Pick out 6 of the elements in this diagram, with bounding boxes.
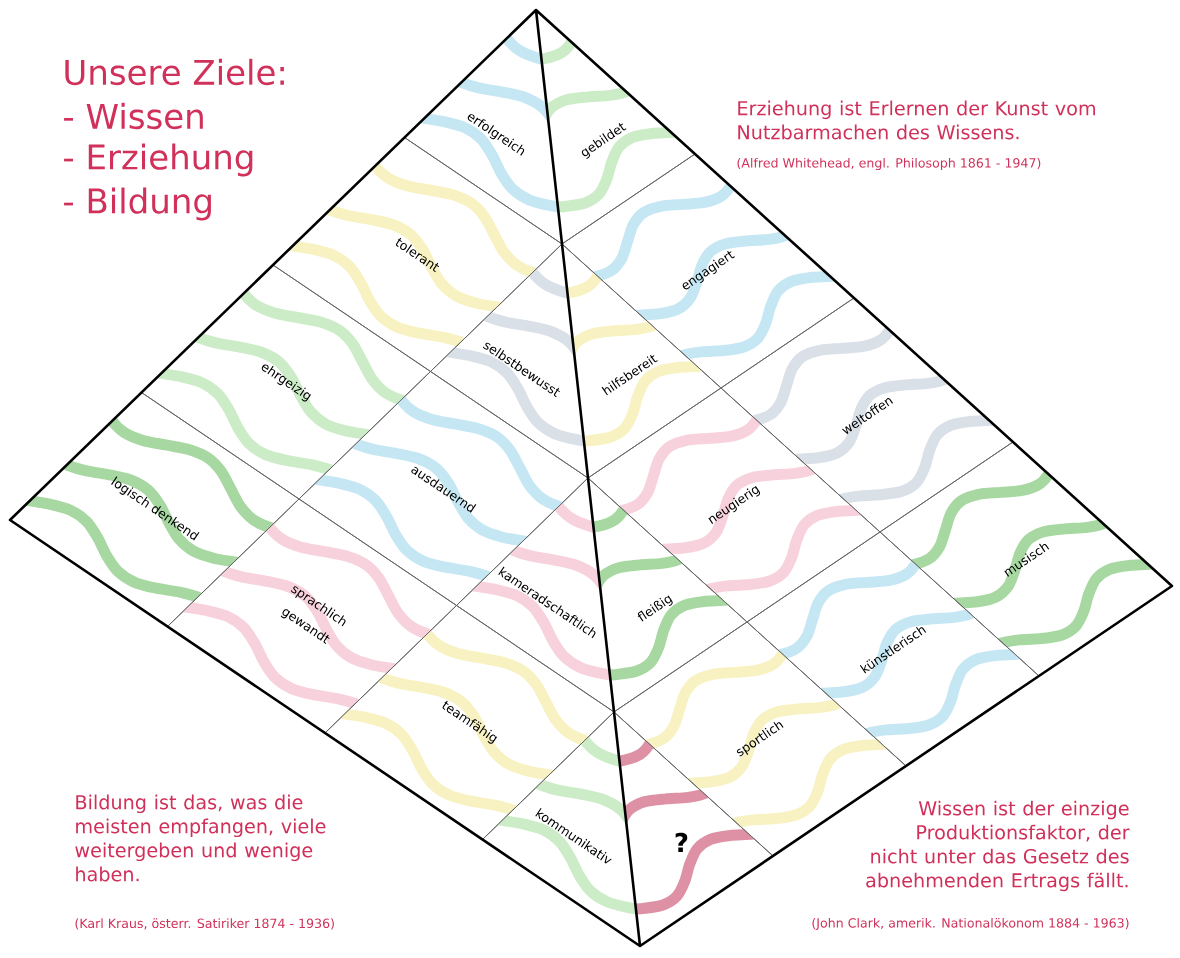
list-item: - Bildung: [64, 187, 211, 221]
quote-text: Bildung ist das, was die meisten empfangen, viele weitergeben und wenige haben.: [75, 794, 326, 882]
list-item: - Wissen: [64, 102, 203, 130]
heading: Unsere Ziele:: [65, 58, 284, 86]
quote-text: Erziehung ist Erlernen der Kunst vom Nutzbarmachen des Wissens.: [738, 100, 1095, 140]
list-item: - Erziehung: [64, 143, 253, 177]
